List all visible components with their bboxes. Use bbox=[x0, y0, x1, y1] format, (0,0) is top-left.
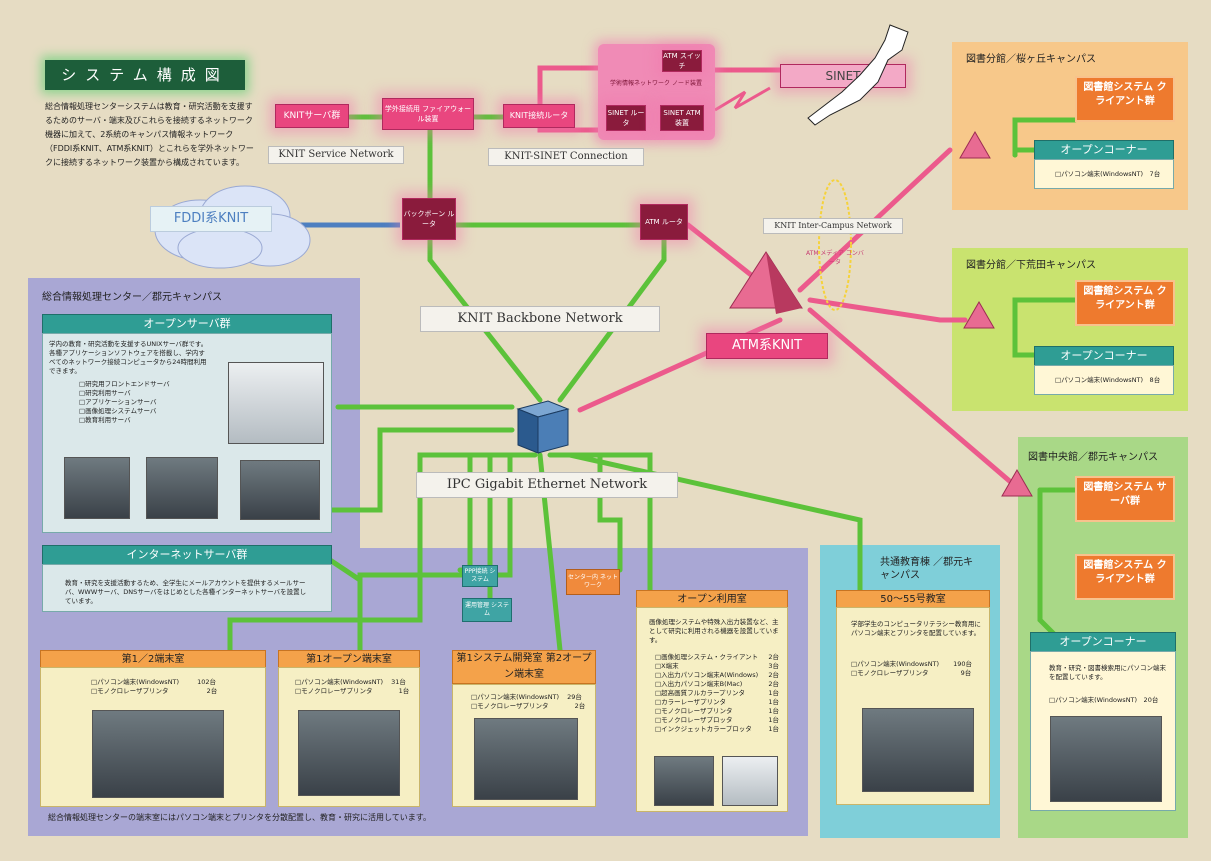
server-photo-3 bbox=[146, 457, 218, 519]
open-server-desc: 学内の教育・研究活動を支援するUNIXサーバ群です。各種アプリケーションソフトウ… bbox=[49, 340, 208, 375]
table-row: □パソコン端末(WindowsNT) 29台 bbox=[471, 693, 582, 701]
internet-server-body: 教育・研究を支援活動するため、全学生にメールアカウントを提供するメールサーバ、W… bbox=[42, 564, 332, 612]
lib1-system-box[interactable]: 図書館システム クライアント群 bbox=[1075, 76, 1175, 122]
list-item: □研究利用サーバ bbox=[79, 389, 131, 397]
japan-map-icon bbox=[790, 20, 930, 130]
common-room-photo bbox=[862, 708, 974, 792]
table-row: □モノクロレーザプリンタ 1台 bbox=[295, 687, 410, 695]
central-lib-item: □パソコン端末(WindowsNT) 20台 bbox=[1049, 696, 1159, 704]
fddi-label: FDDI系KNIT bbox=[150, 206, 272, 232]
page-title: システム構成図 bbox=[45, 60, 245, 90]
central-lib-corner-head: オープンコーナー bbox=[1030, 632, 1176, 652]
sinet-node[interactable]: SINET bbox=[780, 64, 906, 88]
atm-pyramid-icon bbox=[726, 248, 806, 318]
lib1-region-title: 図書分館／桜ヶ丘キャンパス bbox=[966, 54, 1096, 65]
internet-server-head: インターネットサーバ群 bbox=[42, 545, 332, 565]
list-item: □教育利用サーバ bbox=[79, 416, 131, 424]
node-device-label: 学術情報ネットワーク ノード装置 bbox=[610, 80, 702, 87]
room3-head: 第1システム開発室 第2オープン端末室 bbox=[452, 650, 596, 684]
common-desc: 学部学生のコンピュータリテラシー教育用にパソコン端末とプリンタを配置しています。 bbox=[851, 620, 981, 637]
sinet-link-zigzag bbox=[714, 86, 771, 112]
backbone-router-node[interactable]: バックボーン ルータ bbox=[402, 198, 456, 240]
backbone-network-label: KNIT Backbone Network bbox=[420, 306, 660, 332]
gigabit-switch-icon[interactable] bbox=[512, 395, 572, 455]
intercampus-network-label: KNIT Inter-Campus Network bbox=[763, 218, 903, 234]
lib2-corner-item: □パソコン端末(WindowsNT) 8台 bbox=[1055, 376, 1161, 384]
room2-photo bbox=[298, 710, 400, 796]
list-item: □アプリケーションサーバ bbox=[79, 398, 157, 406]
knit-server-node[interactable]: KNITサーバ群 bbox=[275, 104, 349, 128]
table-row: □モノクロレーザプリンタ 2台 bbox=[91, 687, 218, 695]
atm-knit-label: ATM系KNIT bbox=[706, 333, 828, 359]
center-footer: 総合情報処理センターの端末室にはパソコン端末とプリンタを分散配置し、教育・研究に… bbox=[48, 813, 431, 822]
lib1-corner-head: オープンコーナー bbox=[1034, 140, 1174, 160]
table-row: □パソコン端末(WindowsNT) 190台 bbox=[851, 660, 973, 668]
sinet-router-node[interactable]: KNIT接続ルータ bbox=[503, 104, 575, 128]
open-use-desc: 画像処理システムや特殊入出力装置など、主として研究に利用される機器を設置していま… bbox=[649, 618, 779, 644]
internet-server-desc: 教育・研究を支援活動するため、全学生にメールアカウントを提供するメールサーバ、W… bbox=[65, 579, 307, 605]
central-lib-photo bbox=[1050, 716, 1162, 802]
center-region-title: 総合情報処理センター／郡元キャンパス bbox=[42, 292, 222, 303]
lib2-corner-head: オープンコーナー bbox=[1034, 346, 1174, 366]
common-region-title: 共通教育棟 ／郡元キャンパス bbox=[880, 557, 974, 581]
center-net-node[interactable]: センター内 ネットワーク bbox=[566, 569, 620, 595]
central-lib-router-icon bbox=[1000, 468, 1034, 500]
lib1-router-icon bbox=[958, 130, 992, 162]
list-item: □画像処理システムサーバ bbox=[79, 407, 157, 415]
open-use-photo-1 bbox=[654, 756, 714, 806]
table-row: □モノクロレーザプリンタ 9台 bbox=[851, 669, 972, 677]
table-row: □入出力パソコン端末B(Mac)2台 bbox=[655, 680, 779, 688]
sinet-atm-node[interactable]: SINET ATM装置 bbox=[660, 105, 704, 131]
central-lib-desc: 教育・研究・図書検索用にパソコン端末を配置しています。 bbox=[1049, 664, 1166, 681]
lib2-region-title: 図書分館／下荒田キャンパス bbox=[966, 260, 1096, 271]
atm-media-label: ATM メディア コンバータ bbox=[806, 250, 864, 266]
open-server-list: □研究用フロントエンドサーバ □研究利用サーバ □アプリケーションサーバ □画像… bbox=[79, 380, 325, 425]
open-use-photo-2 bbox=[722, 756, 778, 806]
room1-photo bbox=[92, 710, 224, 798]
firewall-node[interactable]: 学外接続用 ファイアウォール装置 bbox=[382, 98, 474, 130]
table-row: □モノクロレーザプリンタ 2台 bbox=[471, 702, 586, 710]
ops-node[interactable]: 運用管理 システム bbox=[462, 598, 512, 622]
central-lib-region-title: 図書中央館／郡元キャンパス bbox=[1028, 452, 1158, 463]
lib2-system-box[interactable]: 図書館システム クライアント群 bbox=[1075, 280, 1175, 326]
open-server-head: オープンサーバ群 bbox=[42, 314, 332, 334]
service-network-label: KNIT Service Network bbox=[268, 146, 404, 164]
sinet-router2-node[interactable]: SINET ルータ bbox=[606, 105, 646, 131]
lib2-router-icon bbox=[962, 300, 996, 332]
server-photo-4 bbox=[240, 460, 320, 520]
central-lib-client-box[interactable]: 図書館システム クライアント群 bbox=[1075, 554, 1175, 600]
table-row: □入出力パソコン端末A(Windows)2台 bbox=[655, 671, 779, 679]
central-lib-server-box[interactable]: 図書館システム サーバ群 bbox=[1075, 476, 1175, 522]
lib2-corner-body: □パソコン端末(WindowsNT) 8台 bbox=[1034, 365, 1174, 395]
ppp-node[interactable]: PPP接続 システム bbox=[462, 565, 498, 587]
server-photo-2 bbox=[64, 457, 130, 519]
server-photo bbox=[228, 362, 324, 444]
table-row: □パソコン端末(WindowsNT) 102台 bbox=[91, 678, 217, 686]
atm-switch-node[interactable]: ATM スイッチ bbox=[662, 50, 702, 72]
room3-photo bbox=[474, 718, 578, 800]
sinet-connection-label: KNIT-SINET Connection bbox=[488, 148, 644, 166]
table-row: □パソコン端末(WindowsNT) 31台 bbox=[295, 678, 406, 686]
atm-router-node[interactable]: ATM ルータ bbox=[640, 204, 688, 240]
gigabit-network-label: IPC Gigabit Ethernet Network bbox=[416, 472, 678, 498]
lib1-corner-body: □パソコン端末(WindowsNT) 7台 bbox=[1034, 159, 1174, 189]
lib1-corner-item: □パソコン端末(WindowsNT) 7台 bbox=[1055, 170, 1161, 178]
intro-text: 総合情報処理センターシステムは教育・研究活動を支援するためのサーバ・端末及びこれ… bbox=[45, 102, 254, 167]
list-item: □研究用フロントエンドサーバ bbox=[79, 380, 170, 388]
